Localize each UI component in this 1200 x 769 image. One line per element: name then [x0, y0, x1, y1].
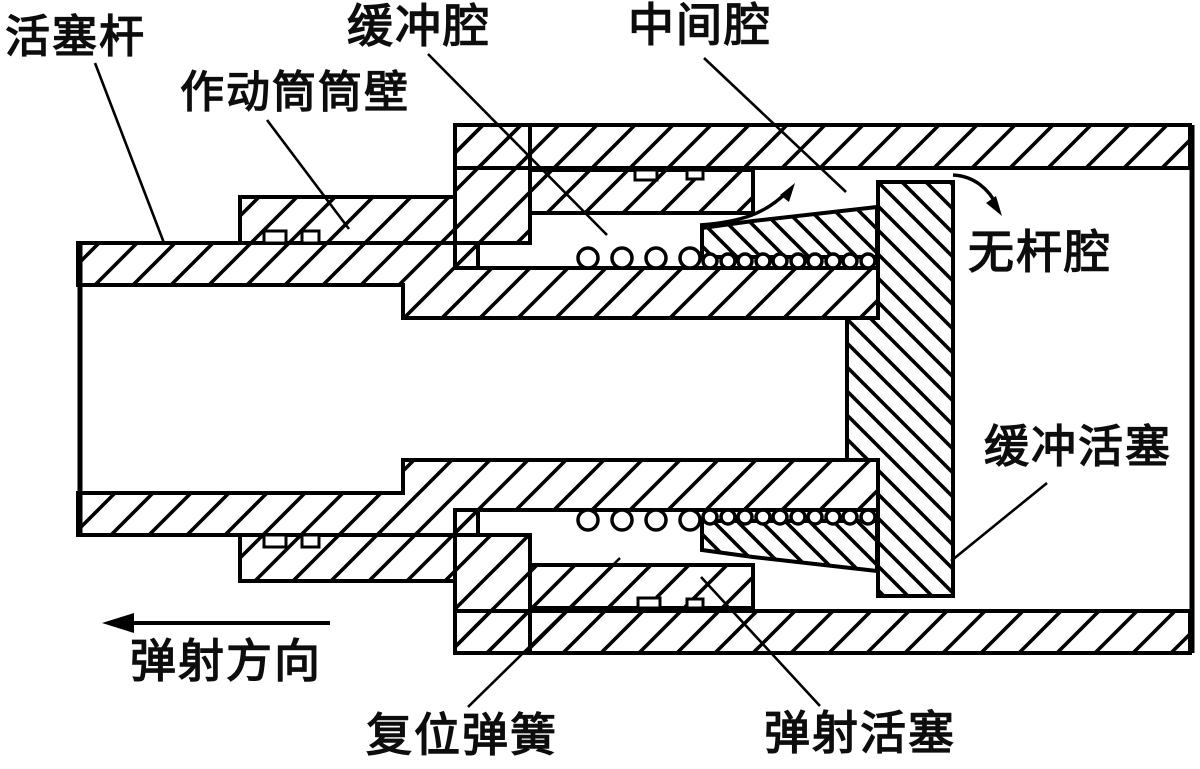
label-cushion-chamber: 缓冲腔	[347, 1, 491, 52]
ejection-direction-arrow	[102, 613, 330, 633]
leader-ejection-piston	[700, 576, 821, 707]
cushion-piston-top	[700, 204, 879, 259]
label-rodless-chamber: 无杆腔	[968, 227, 1112, 278]
label-ejection-piston: 弹射活塞	[764, 708, 956, 759]
rod-seal	[300, 533, 321, 549]
label-cushion-piston: 缓冲活塞	[984, 422, 1173, 472]
leader-cushion-chamber	[427, 53, 608, 236]
sleeve-seal	[636, 596, 662, 610]
rod-seal	[262, 229, 288, 245]
sleeve-seal	[685, 168, 705, 181]
leader-lines	[93, 53, 1048, 708]
outer-cylinder-top-wall	[453, 123, 1192, 170]
label-ejection-direction: 弹射方向	[130, 636, 322, 687]
label-return-spring: 复位弹簧	[366, 710, 558, 761]
cushion-piston-bottom	[700, 519, 879, 574]
label-cylinder-wall: 作动筒筒壁	[180, 68, 410, 117]
leader-cushion-piston	[950, 481, 1048, 563]
leader-return-spring	[467, 557, 621, 708]
piston-rod-assembly	[76, 241, 880, 537]
ejection-piston-head	[845, 180, 955, 598]
flow-arrowhead-middle-chamber-icon	[780, 183, 795, 202]
outer-cylinder-bottom-wall	[453, 609, 1192, 655]
label-middle-chamber: 中间腔	[628, 0, 772, 51]
flow-arrowhead-rodless-chamber-icon	[986, 196, 1002, 216]
sleeve-seal	[685, 597, 705, 610]
sleeve-seal	[633, 168, 659, 182]
leader-middle-chamber	[703, 57, 847, 193]
rod-seal	[262, 533, 288, 549]
outer-cylinder	[238, 123, 1192, 655]
return-spring-coils	[576, 246, 877, 532]
guide-sleeve-top	[528, 168, 755, 215]
flow-arrows	[699, 173, 1002, 227]
flow-arrow-middle-chamber	[699, 190, 789, 227]
label-piston-rod: 活塞杆	[5, 12, 147, 62]
left-arrowhead-icon	[102, 613, 134, 633]
rod-seal	[300, 229, 321, 245]
leader-cylinder-wall	[265, 119, 351, 230]
seal-rings	[262, 168, 705, 610]
gland-neck-bottom	[238, 533, 457, 583]
leader-piston-rod	[93, 62, 166, 244]
